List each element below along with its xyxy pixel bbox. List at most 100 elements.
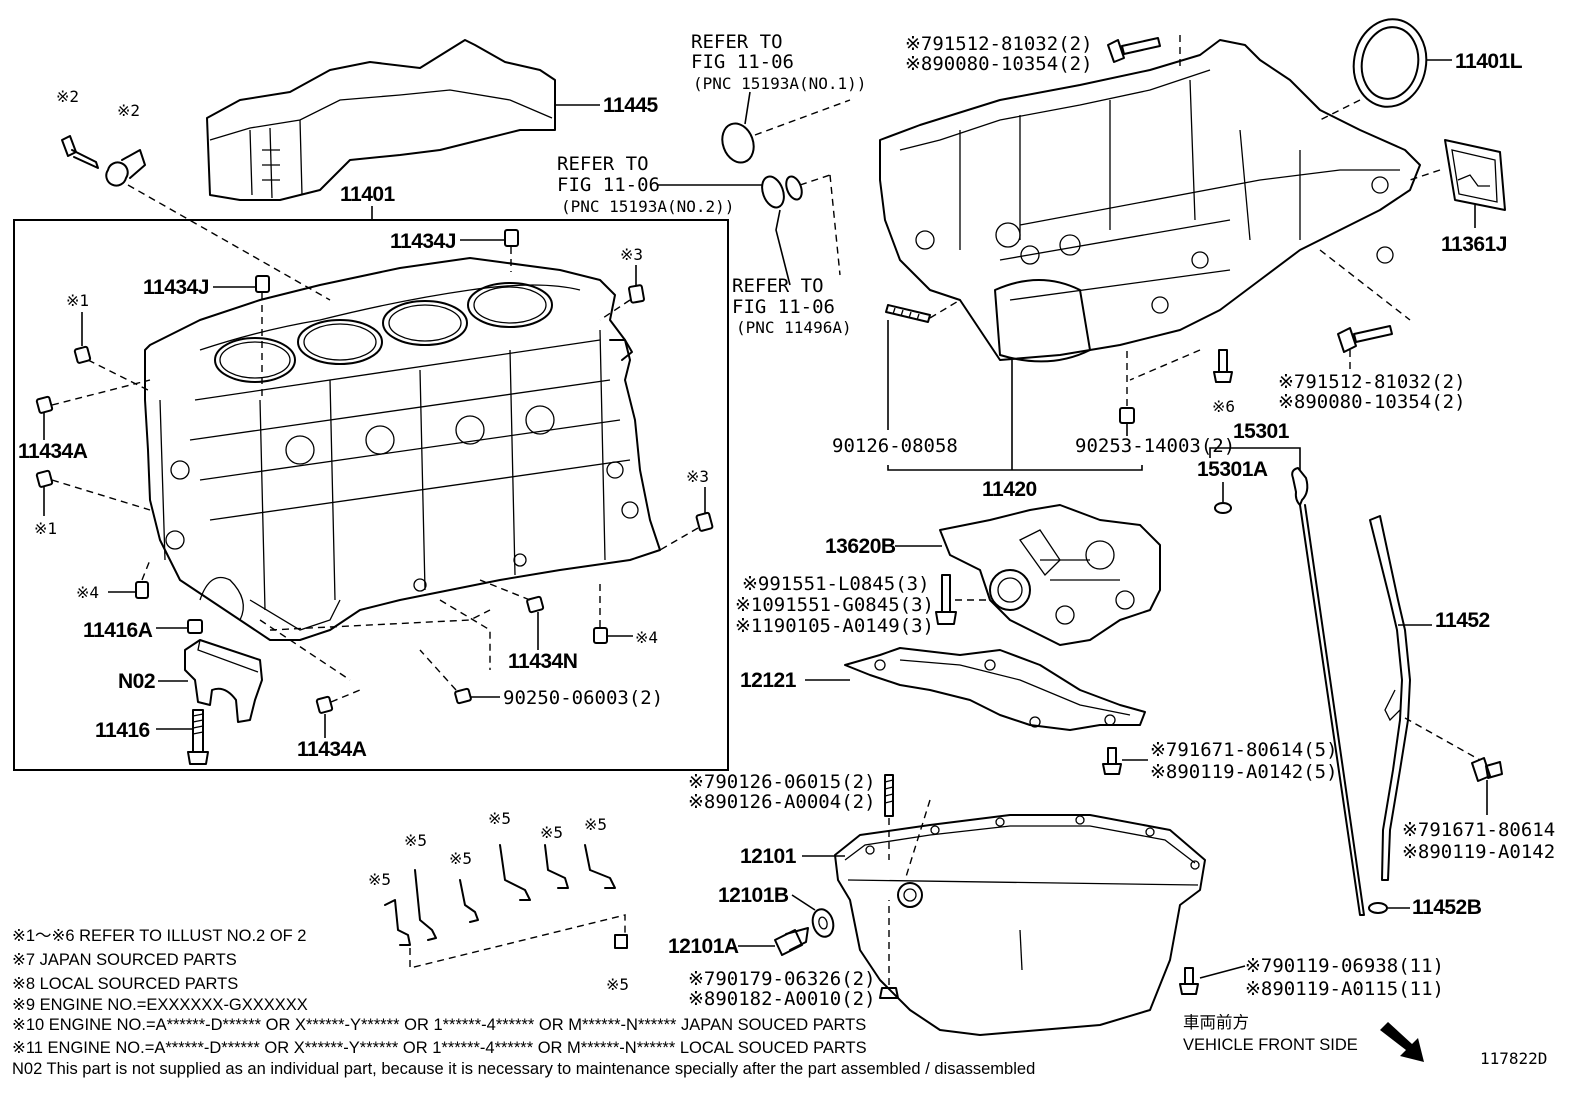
lower-crankcase-drawing	[879, 39, 1421, 363]
label-12101b[interactable]: 12101B	[718, 884, 789, 907]
bolt-ref-baffle-b[interactable]: ※890119-A0142(5)	[1150, 761, 1338, 783]
label-11452[interactable]: 11452	[1435, 609, 1490, 632]
mark-1-b: ※1	[34, 519, 57, 538]
bolt-ref-pump-c[interactable]: ※1190105-A0149(3)	[735, 615, 934, 637]
direction-en: VEHICLE FRONT SIDE	[1183, 1036, 1358, 1054]
mark-4-a: ※4	[76, 583, 99, 602]
label-12101[interactable]: 12101	[740, 845, 797, 868]
refer-b-line1: REFER TO	[557, 153, 649, 175]
mark-6: ※6	[1212, 397, 1235, 416]
mark-3-a: ※3	[620, 245, 643, 264]
refer-c-line3: (PNC 11496A)	[736, 318, 852, 337]
bolt-ref-stud-b[interactable]: ※890126-A0004(2)	[688, 791, 876, 813]
bolt-ref-guide-b[interactable]: ※890119-A0142	[1402, 841, 1555, 863]
label-11434j-top[interactable]: 11434J	[390, 230, 456, 253]
mark-5-f: ※5	[584, 815, 607, 834]
label-11361j[interactable]: 11361J	[1441, 233, 1507, 256]
label-12121[interactable]: 12121	[740, 669, 797, 692]
mark-2-b: ※2	[117, 101, 140, 120]
label-90253-14003[interactable]: 90253-14003(2)	[1075, 435, 1235, 457]
bolt-baffle-drawing	[1102, 747, 1122, 775]
note-4: ※9 ENGINE NO.=EXXXXXX-GXXXXXX	[12, 996, 308, 1014]
label-11445[interactable]: 11445	[603, 94, 659, 117]
label-11434a-left[interactable]: 11434A	[18, 440, 88, 463]
bolt-ref-pan-a[interactable]: ※790119-06938(11)	[1245, 955, 1444, 977]
label-11416[interactable]: 11416	[95, 719, 150, 742]
label-11401l[interactable]: 11401L	[1455, 50, 1523, 73]
refer-c-line2: FIG 11-06	[732, 296, 835, 318]
label-90126-08058[interactable]: 90126-08058	[832, 435, 958, 457]
guide-11452-drawing	[1369, 515, 1411, 881]
refer-b-line3: (PNC 15193A(NO.2))	[561, 197, 734, 216]
baffle-plate-drawing	[844, 647, 1146, 731]
bolt-mark6-drawing	[1213, 349, 1233, 383]
label-11416a[interactable]: 11416A	[83, 619, 153, 642]
mark-1-a: ※1	[66, 291, 89, 310]
mark-5-a: ※5	[368, 870, 391, 889]
insulator-11445-drawing	[206, 39, 556, 201]
cylinder-block-drawing	[144, 257, 661, 641]
mark-5-e: ※5	[540, 823, 563, 842]
bolt-ref-stud-a[interactable]: ※790126-06015(2)	[688, 771, 876, 793]
cover-11361j-drawing	[1444, 139, 1506, 211]
direction-jp: 車両前方	[1183, 1013, 1249, 1032]
bolt-ref-drain-b[interactable]: ※890182-A0010(2)	[688, 988, 876, 1010]
notes-block: ※1～※6 REFER TO ILLUST NO.2 OF 2 ※7 JAPAN…	[12, 927, 1035, 1078]
label-90250-06003[interactable]: 90250-06003(2)	[503, 687, 663, 709]
bolt-ref-pump-b[interactable]: ※1091551-G0845(3)	[735, 594, 934, 616]
label-11434a-bottom[interactable]: 11434A	[297, 738, 367, 761]
label-11420[interactable]: 11420	[982, 478, 1037, 501]
mark-3-b: ※3	[686, 467, 709, 486]
bolt-ref-right-a[interactable]: ※791512-81032(2)	[1278, 371, 1466, 393]
bolt-ref-baffle-a[interactable]: ※791671-80614(5)	[1150, 739, 1338, 761]
bearing-cap-drawing	[184, 639, 263, 723]
note-3: ※8 LOCAL SOURCED PARTS	[12, 975, 238, 993]
bolt-ref-drain-a[interactable]: ※790179-06326(2)	[688, 968, 876, 990]
stud-90126-08058-drawing	[885, 304, 931, 323]
diagram-id: 117822D	[1480, 1049, 1547, 1068]
bolt-pan-drawing	[1179, 967, 1199, 995]
oil-pump-drawing	[939, 504, 1161, 646]
bolt-right-drawing	[1337, 325, 1393, 353]
refer-a-line3: (PNC 15193A(NO.1))	[693, 74, 866, 93]
label-13620b[interactable]: 13620B	[825, 535, 896, 558]
mark-4-b: ※4	[635, 628, 658, 647]
label-15301a[interactable]: 15301A	[1197, 458, 1268, 481]
label-n02[interactable]: N02	[118, 670, 156, 693]
mark-5-d: ※5	[488, 809, 511, 828]
note-5: ※10 ENGINE NO.=A******-D****** OR X*****…	[12, 1016, 866, 1034]
cylinder-block-frame	[13, 219, 729, 771]
bolt-11416-drawing	[187, 709, 209, 765]
mark-5-g: ※5	[606, 975, 629, 994]
bolt-mark2-drawing	[61, 135, 146, 187]
bolt-ref-guide-a[interactable]: ※791671-80614	[1402, 819, 1555, 841]
mark-2-a: ※2	[56, 87, 79, 106]
oil-pan-drawing	[834, 814, 1206, 1036]
bolt-pump-drawing	[935, 574, 957, 625]
label-11401[interactable]: 11401	[340, 183, 396, 206]
label-11434n[interactable]: 11434N	[508, 650, 578, 673]
stud-pan-drawing	[884, 774, 894, 817]
bolt-ref-right-b[interactable]: ※890080-10354(2)	[1278, 391, 1466, 413]
mark-5-b: ※5	[404, 831, 427, 850]
drain-plug-drawing	[774, 927, 809, 956]
note-6: ※11 ENGINE NO.=A******-D****** OR X*****…	[12, 1039, 867, 1057]
nut-pan-drawing	[879, 987, 899, 999]
label-11434j-left[interactable]: 11434J	[143, 276, 209, 299]
bolt-ref-top-b[interactable]: ※890080-10354(2)	[905, 53, 1093, 75]
label-12101a[interactable]: 12101A	[668, 935, 739, 958]
note-2: ※7 JAPAN SOURCED PARTS	[12, 951, 237, 969]
refer-c-line1: REFER TO	[732, 275, 824, 297]
label-11452b[interactable]: 11452B	[1412, 896, 1482, 919]
label-15301[interactable]: 15301	[1233, 420, 1290, 443]
mark-5-c: ※5	[449, 849, 472, 868]
bolt-top-drawing	[1107, 37, 1161, 63]
bolt-ref-pan-b[interactable]: ※890119-A0115(11)	[1245, 978, 1444, 1000]
bolt-ref-top-a[interactable]: ※791512-81032(2)	[905, 33, 1093, 55]
note-1: ※1～※6 REFER TO ILLUST NO.2 OF 2	[12, 927, 307, 945]
bolt-ref-pump-a[interactable]: ※991551-L0845(3)	[742, 573, 930, 595]
refer-b-line2: FIG 11-06	[557, 174, 660, 196]
refer-a-line1: REFER TO	[691, 31, 783, 53]
oil-jet-clips-drawing	[384, 844, 628, 949]
